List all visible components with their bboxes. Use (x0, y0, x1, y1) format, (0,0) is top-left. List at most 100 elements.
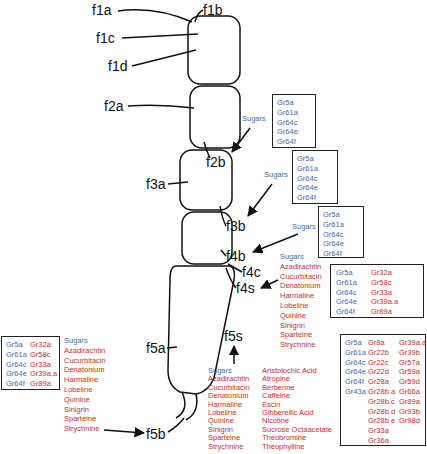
tastant-name: Sugars (208, 366, 232, 375)
receptor-name: Gr39a.a (371, 297, 398, 306)
tastant-name: Harmaline (64, 375, 98, 384)
receptor-name: Gr89a (399, 397, 420, 406)
leader-line (122, 34, 198, 38)
receptor-name: Gr22d (368, 367, 389, 376)
tarsal-segment (182, 212, 232, 264)
tastant-name: Cucurbitacin (64, 356, 106, 365)
tastant-name: Sugars (292, 222, 316, 231)
receptor-name: Gr64c (336, 288, 356, 297)
receptor-name: Gr39a.a (30, 369, 57, 378)
tastant-name: Strychnine (280, 340, 315, 349)
receptor-name: Gr64f (297, 193, 316, 202)
receptor-name: Gr58c (371, 278, 391, 287)
sensillum-label: f5b (146, 426, 165, 442)
tastant-name: Cucurbitacin (280, 272, 322, 281)
receptor-name: Gr89a (371, 307, 392, 316)
tastant-name: Cucurbitacin (208, 383, 250, 392)
receptor-name: Gr61a (297, 164, 318, 173)
leader-line (228, 264, 242, 272)
receptor-name: Gr64c (345, 358, 365, 367)
tastant-name: Sparteine (280, 330, 312, 339)
receptor-name: Gr59d (399, 377, 420, 386)
tastant-name: Quinine (280, 311, 306, 320)
receptor-name: Gr5a (345, 338, 362, 347)
tastant-name: Berberine (262, 383, 295, 392)
leader-line (226, 268, 236, 288)
receptor-name: Gr33a (371, 288, 392, 297)
receptor-name: Gr36a (368, 436, 389, 445)
sensillum-label: f2a (104, 98, 123, 114)
tastant-name: Lobeline (280, 301, 308, 310)
tastant-name: Theobromine (262, 433, 306, 442)
receptor-name: Gr28b.e (368, 416, 395, 425)
tarsal-segment (190, 86, 240, 148)
sensillum-label: f3b (226, 218, 245, 234)
tastant-name: Sparteine (64, 414, 96, 423)
receptor-box: Gr5aGr61aGr64cGr64eGr64f (272, 94, 316, 148)
leader-line (168, 418, 184, 432)
tastant-name: Sugars (264, 170, 288, 179)
tastant-name: Denatonium (64, 365, 104, 374)
receptor-name: Gr64f (345, 377, 364, 386)
receptor-name: Gr22c (368, 358, 388, 367)
leader-line (221, 250, 226, 256)
leader-line (167, 347, 177, 348)
receptor-name: Gr58c (30, 350, 50, 359)
sensillum-label: f4c (242, 264, 261, 280)
tastant-name: Denatonium (280, 281, 320, 290)
tastant-name: Caffeine (262, 391, 290, 400)
receptor-name: Gr28b.a (368, 387, 395, 396)
sensillum-label: f4s (236, 280, 255, 296)
tastant-name: Sugars (242, 114, 266, 123)
tastant-name: Azadirachtin (64, 346, 105, 355)
receptor-name: Gr64e (345, 367, 366, 376)
receptor-name: Gr64c (297, 174, 317, 183)
pointer-arrow (233, 346, 235, 364)
sensillum-label: f1c (96, 30, 115, 46)
sensillum-label: f5a (146, 340, 165, 356)
tastant-name: Quinine (64, 395, 90, 404)
tastant-name: Denatonium (208, 391, 248, 400)
tastant-name: Theophylline (262, 442, 305, 451)
receptor-name: Gr93b (399, 407, 420, 416)
leader-line (118, 10, 192, 22)
receptor-name: Gr64c (323, 230, 343, 239)
receptor-name: Gr57a (399, 358, 420, 367)
receptor-name: Gr64e (277, 127, 298, 136)
receptor-name: Gr61a (323, 220, 344, 229)
receptor-name: Gr66a (399, 387, 420, 396)
receptor-name: Gr64f (336, 307, 355, 316)
receptor-name: Gr22b (368, 348, 389, 357)
receptor-box: Gr5aGr61aGr64cGr64eGr64f (318, 206, 364, 258)
receptor-name: Gr64e (336, 297, 357, 306)
claw (186, 394, 197, 420)
pointer-arrow (104, 430, 144, 433)
tastant-name: Azadirachtin (280, 262, 321, 271)
receptor-name: Gr64e (323, 239, 344, 248)
tastant-name: Harmaline (280, 291, 314, 300)
receptor-name: Gr33a (368, 426, 389, 435)
tastant-name: Sugars (280, 252, 304, 261)
receptor-box: Gr5aGr61aGr64cGr64eGr64fGr32aGr58cGr33aG… (330, 264, 424, 318)
receptor-box: Gr5aGr61aGr64cGr64eGr64f (292, 150, 338, 204)
receptor-name: Gr61a (277, 108, 298, 117)
tastant-name: Azadirachtin (208, 374, 249, 383)
tastant-name: Sinigrin (280, 321, 305, 330)
receptor-name: Gr64e (6, 369, 27, 378)
leader-line (168, 182, 188, 184)
receptor-name: Gr98d (399, 416, 420, 425)
receptor-name: Gr39a.a (399, 338, 426, 347)
receptor-name: Gr64c (6, 360, 26, 369)
tastant-name: Sinigrin (64, 405, 89, 414)
tastant-name: Lobeline (64, 385, 92, 394)
claw (176, 392, 185, 418)
leader-line (195, 10, 203, 22)
pointer-arrow (261, 280, 278, 288)
sensillum-label: f2b (206, 154, 225, 170)
sensillum-label: f3a (146, 176, 165, 192)
pointer-arrow (232, 128, 250, 152)
tastant-name: Aristolochic Acid (262, 366, 317, 375)
tastant-name: Nicotine (262, 416, 289, 425)
tastant-name: Atropine (262, 374, 290, 383)
tastant-name: Sinigrin (208, 425, 233, 434)
